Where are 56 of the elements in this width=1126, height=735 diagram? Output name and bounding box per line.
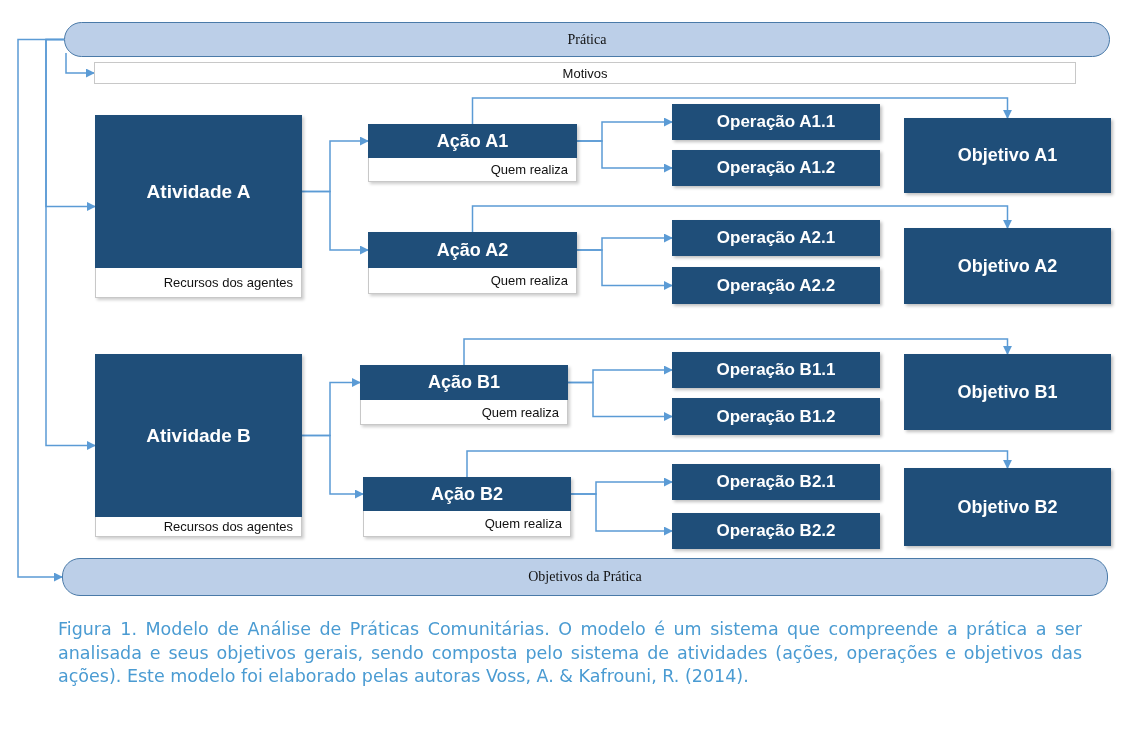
box-label: Operação A1.1 — [716, 112, 836, 132]
box-title: Ação A1 — [436, 130, 509, 152]
box-title: Ação B1 — [428, 372, 500, 393]
box-title: Atividade B — [146, 424, 251, 447]
box-label: Operação B2.1 — [716, 472, 836, 492]
box-subtitle: Quem realiza — [481, 404, 559, 420]
connector-arrow — [301, 190, 369, 255]
operation-box — [672, 104, 880, 140]
box-subtitle: Recursos dos agentes — [163, 275, 293, 290]
box-title: Ação A2 — [436, 239, 509, 261]
box-label: Operação B2.2 — [716, 521, 836, 541]
connector-arrow — [466, 450, 1012, 478]
operation-box — [672, 267, 880, 304]
connector-arrow — [301, 434, 364, 499]
goal-box — [904, 228, 1111, 304]
box-label: Operação B1.2 — [716, 406, 836, 427]
box-label: Operação A2.1 — [716, 228, 836, 248]
box-subtitle: Quem realiza — [490, 273, 568, 288]
operation-box — [672, 464, 880, 500]
connector-arrow — [576, 249, 673, 290]
connector-arrow — [471, 205, 1012, 233]
box-subtitle: Quem realiza — [484, 516, 562, 531]
rounded-band — [62, 558, 1108, 596]
operation-box — [672, 352, 880, 388]
box-title: Atividade A — [146, 180, 251, 203]
box-label: Operação B1.1 — [716, 360, 836, 380]
box-label: Objetivo A2 — [957, 255, 1058, 277]
operation-box — [672, 513, 880, 549]
rounded-band — [64, 22, 1110, 57]
box-label: Operação A2.2 — [716, 275, 836, 296]
box-label: Objetivo B1 — [957, 381, 1058, 403]
connector-arrow — [463, 338, 1012, 366]
connector-arrow — [471, 97, 1012, 125]
connector-arrow — [567, 381, 673, 421]
goal-box — [904, 118, 1111, 193]
box-subtitle: Quem realiza — [490, 162, 568, 177]
box-label: Operação A1.2 — [716, 158, 836, 178]
box-label: Objetivo A1 — [957, 145, 1058, 166]
goal-box — [904, 354, 1111, 430]
band-label: Objetivos da Prática — [528, 569, 642, 585]
connector-arrow — [576, 140, 673, 173]
label-bar — [94, 62, 1076, 84]
goal-box — [904, 468, 1111, 546]
operation-box — [672, 220, 880, 256]
box-label: Objetivo B2 — [957, 496, 1058, 518]
operation-box — [672, 150, 880, 186]
figure-caption: Figura 1. Modelo de Análise de Práticas Comunitárias. O modelo é um sistema que compreende a prática a ser analisada e seus objetivos gerais, sendo composta pelo sistema de atividades (ações, operações e objetivos das ações). Este modelo foi elaborado pelas autoras Voss, A. & Kafrouni, R. (2014). — [58, 618, 1082, 688]
connector-arrow — [17, 38, 65, 582]
connector-arrow — [65, 52, 95, 78]
box-title: Ação B2 — [431, 483, 503, 505]
connector-arrow — [570, 493, 673, 536]
bar-label: Motivos — [562, 65, 608, 81]
band-label: Prática — [567, 31, 607, 48]
operation-box — [672, 398, 880, 435]
box-subtitle: Recursos dos agentes — [163, 519, 293, 534]
connector-arrow — [45, 38, 96, 450]
